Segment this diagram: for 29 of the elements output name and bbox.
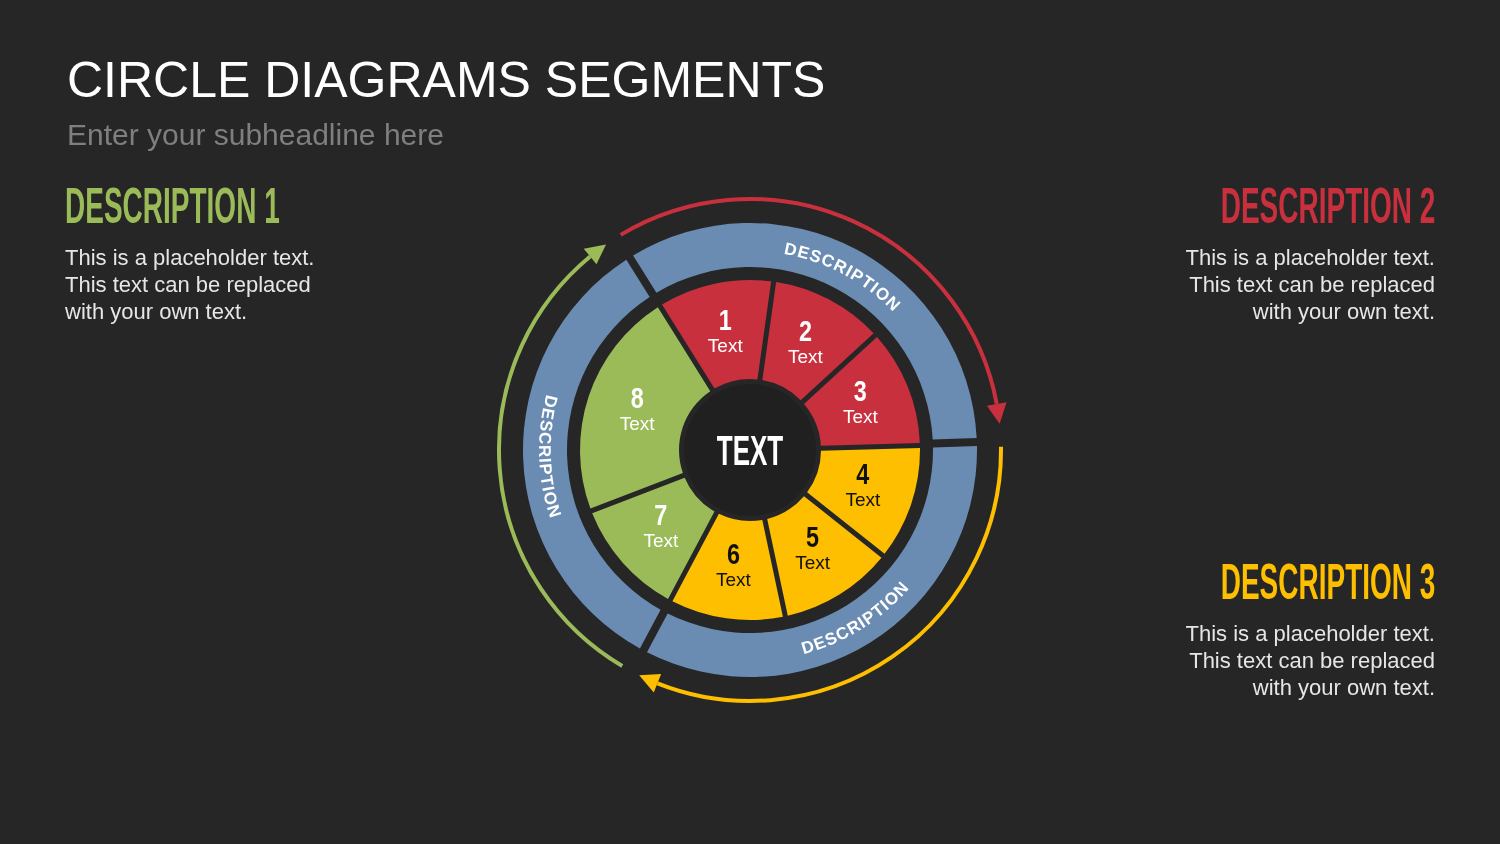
segment-label: Text	[845, 488, 881, 510]
segment-label: Text	[716, 568, 751, 590]
description-heading: DESCRIPTION 1	[65, 181, 280, 231]
description-text: This is a placeholder text. This text can be replaced with your own text.	[1184, 620, 1435, 701]
segment-label: Text	[795, 552, 831, 574]
segment-number: 5	[806, 520, 820, 554]
center-circle	[684, 384, 816, 516]
description-heading: DESCRIPTION 3	[1220, 557, 1435, 607]
segment-label: Text	[842, 406, 878, 428]
pie-segment	[807, 448, 920, 554]
segment-number: 6	[726, 537, 740, 571]
segment-label: Text	[619, 413, 655, 435]
segment-number: 4	[856, 457, 870, 491]
title: CIRCLE DIAGRAMS SEGMENTS	[67, 55, 826, 105]
pie-segment	[592, 477, 715, 599]
segment-label: Text	[707, 334, 743, 356]
description-text: This is a placeholder text. This text can be replaced with your own text.	[1184, 244, 1435, 325]
segment-number: 8	[630, 381, 644, 415]
pie-segment	[662, 280, 772, 389]
segment-number: 2	[798, 313, 812, 348]
description-heading: DESCRIPTION 2	[1220, 181, 1435, 231]
segment-number: 3	[853, 374, 867, 409]
center-label: TEXT	[716, 426, 784, 474]
segment-label: Text	[643, 529, 679, 551]
subtitle: Enter your subheadline here	[67, 120, 444, 150]
segment-number: 7	[654, 498, 668, 532]
description-text: This is a placeholder text. This text can be replaced with your own text.	[65, 244, 316, 325]
segment-label: Text	[788, 345, 823, 367]
segment-number: 1	[718, 302, 732, 337]
